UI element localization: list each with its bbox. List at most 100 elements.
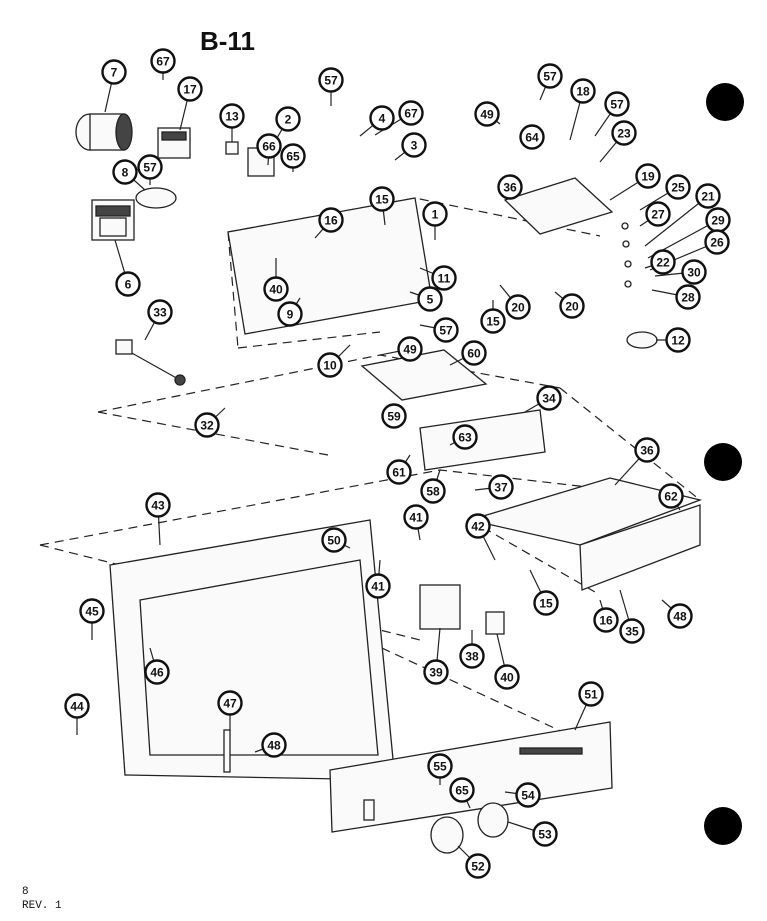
callout-circle xyxy=(275,106,301,132)
knob-53-part xyxy=(477,802,509,838)
callout-circle xyxy=(465,853,491,879)
leader-line-21 xyxy=(644,195,709,247)
callout-26: 26 xyxy=(704,229,730,255)
callout-number: 26 xyxy=(710,236,724,250)
callout-number: 38 xyxy=(465,650,479,664)
callout-15: 15 xyxy=(480,308,506,334)
callout-circle xyxy=(452,424,478,450)
callout-circle xyxy=(536,385,562,411)
callout-circle xyxy=(150,48,176,74)
cable-part xyxy=(129,351,181,381)
connector-part xyxy=(626,331,658,349)
callout-number: 62 xyxy=(664,490,678,504)
right-fastener-stack xyxy=(621,222,632,288)
callout-circle xyxy=(386,459,412,485)
callout-circle xyxy=(403,504,429,530)
callout-number: 48 xyxy=(267,739,281,753)
callout-number: 47 xyxy=(223,697,237,711)
callout-number: 12 xyxy=(671,334,685,348)
callout-circle xyxy=(427,753,453,779)
callout-circle xyxy=(219,103,245,129)
callout-circle xyxy=(137,154,163,180)
callout-circle xyxy=(537,63,563,89)
callout-number: 67 xyxy=(404,107,418,121)
callout-63: 63 xyxy=(452,424,478,450)
callout-28: 28 xyxy=(675,284,701,310)
callout-57: 57 xyxy=(433,317,459,343)
parts-drawing xyxy=(75,113,703,854)
callout-circle xyxy=(280,143,306,169)
callout-circle xyxy=(101,59,127,85)
callout-number: 40 xyxy=(269,283,283,297)
callout-53: 53 xyxy=(532,821,558,847)
callout-circle xyxy=(635,163,661,189)
callout-number: 53 xyxy=(538,828,552,842)
callout-25: 25 xyxy=(665,174,691,200)
callout-circle xyxy=(321,527,347,553)
callout-circle xyxy=(369,186,395,212)
callout-number: 18 xyxy=(576,85,590,99)
callout-number: 11 xyxy=(438,272,451,286)
callout-64: 64 xyxy=(519,124,545,150)
callout-67: 67 xyxy=(398,100,424,126)
callout-circle xyxy=(369,105,395,131)
callout-number: 15 xyxy=(375,193,389,207)
callout-33: 33 xyxy=(147,299,173,325)
knob-52-part xyxy=(430,816,464,854)
callout-number: 49 xyxy=(403,343,417,357)
callout-circle xyxy=(177,76,203,102)
callout-circle xyxy=(667,603,693,629)
callout-number: 60 xyxy=(467,347,481,361)
callout-number: 25 xyxy=(671,181,685,195)
callout-circle xyxy=(634,437,660,463)
callout-20: 20 xyxy=(505,294,531,320)
callout-circle xyxy=(147,299,173,325)
callout-number: 2 xyxy=(285,113,292,127)
callout-15: 15 xyxy=(533,590,559,616)
callout-number: 36 xyxy=(640,444,654,458)
callout-40: 40 xyxy=(494,664,520,690)
callout-48: 48 xyxy=(261,732,287,758)
callout-circle xyxy=(497,174,523,200)
callout-circle xyxy=(665,327,691,353)
callout-61: 61 xyxy=(386,459,412,485)
callout-circle xyxy=(505,294,531,320)
callout-circle xyxy=(488,474,514,500)
callout-circle xyxy=(397,336,423,362)
callout-number: 64 xyxy=(525,131,539,145)
callout-number: 58 xyxy=(426,485,440,499)
top-right-plate-part xyxy=(503,177,614,235)
callout-39: 39 xyxy=(423,659,449,685)
transformer-part xyxy=(91,199,135,241)
callout-36: 36 xyxy=(634,437,660,463)
callout-circle xyxy=(423,659,449,685)
callout-number: 22 xyxy=(656,256,670,270)
callout-57: 57 xyxy=(604,91,630,117)
callout-30: 30 xyxy=(681,259,707,285)
callout-number: 28 xyxy=(681,291,695,305)
callout-circle xyxy=(704,229,730,255)
callout-49: 49 xyxy=(397,336,423,362)
callout-41: 41 xyxy=(365,573,391,599)
callout-44: 44 xyxy=(64,693,90,719)
callout-32: 32 xyxy=(194,412,220,438)
callout-number: 21 xyxy=(701,190,715,204)
callout-number: 37 xyxy=(494,481,508,495)
binder-hole-top xyxy=(706,83,744,121)
callout-number: 57 xyxy=(143,161,157,175)
callout-circle xyxy=(494,664,520,690)
callout-number: 36 xyxy=(503,181,517,195)
bolt-part xyxy=(223,729,231,773)
callout-circle xyxy=(474,101,500,127)
callout-number: 1 xyxy=(432,208,439,222)
callout-37: 37 xyxy=(488,474,514,500)
callout-7: 7 xyxy=(101,59,127,85)
callout-number: 61 xyxy=(392,466,406,480)
callout-40: 40 xyxy=(263,276,289,302)
callout-17: 17 xyxy=(177,76,203,102)
callout-number: 4 xyxy=(379,112,386,126)
terminal-board-part xyxy=(419,409,546,471)
callout-number: 39 xyxy=(429,666,443,680)
callout-51: 51 xyxy=(578,681,604,707)
callout-number: 13 xyxy=(225,110,239,124)
